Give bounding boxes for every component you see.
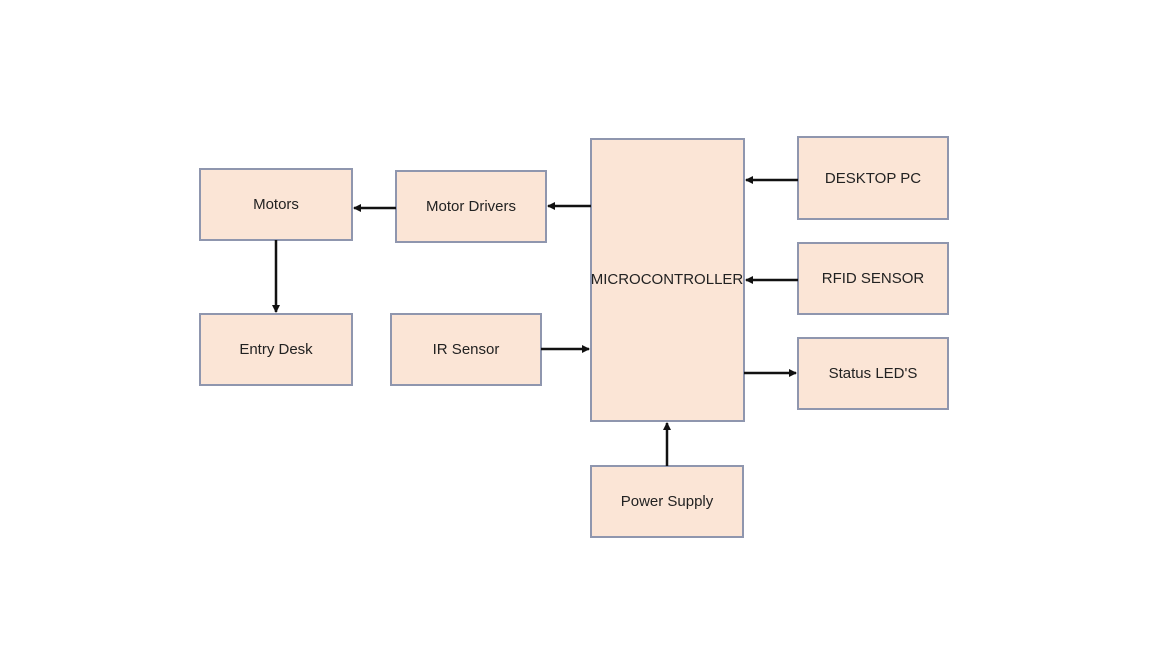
- rfid-sensor-box: [797, 242, 949, 315]
- entry-desk-block: Entry Desk: [199, 313, 353, 386]
- status-leds-box: [797, 337, 949, 410]
- ir-sensor-block: IR Sensor: [390, 313, 542, 386]
- motor-drivers-block: Motor Drivers: [395, 170, 547, 243]
- microcontroller-label: MICROCONTROLLER: [591, 271, 744, 288]
- power-supply-label: Power Supply: [621, 493, 714, 510]
- entry-desk-label: Entry Desk: [239, 341, 313, 358]
- desktop-pc-label: DESKTOP PC: [825, 170, 921, 187]
- desktop-pc-block: DESKTOP PC: [797, 136, 949, 220]
- microcontroller-block: MICROCONTROLLER: [590, 138, 745, 422]
- power-supply-block: Power Supply: [590, 465, 744, 538]
- power-supply-box: [590, 465, 744, 538]
- motor-drivers-box: [395, 170, 547, 243]
- rfid-sensor-block: RFID SENSOR: [797, 242, 949, 315]
- ir-sensor-label: IR Sensor: [433, 341, 500, 358]
- motors-label: Motors: [253, 196, 299, 213]
- entry-desk-box: [199, 313, 353, 386]
- arrows: [272, 176, 798, 466]
- status-leds-block: Status LED'S: [797, 337, 949, 410]
- microcontroller-box: [590, 138, 745, 422]
- status-leds-label: Status LED'S: [829, 365, 918, 382]
- rfid-sensor-label: RFID SENSOR: [822, 270, 925, 287]
- desktop-pc-box: [797, 136, 949, 220]
- motors-block: Motors: [199, 168, 353, 241]
- motor-drivers-label: Motor Drivers: [426, 198, 516, 215]
- motors-box: [199, 168, 353, 241]
